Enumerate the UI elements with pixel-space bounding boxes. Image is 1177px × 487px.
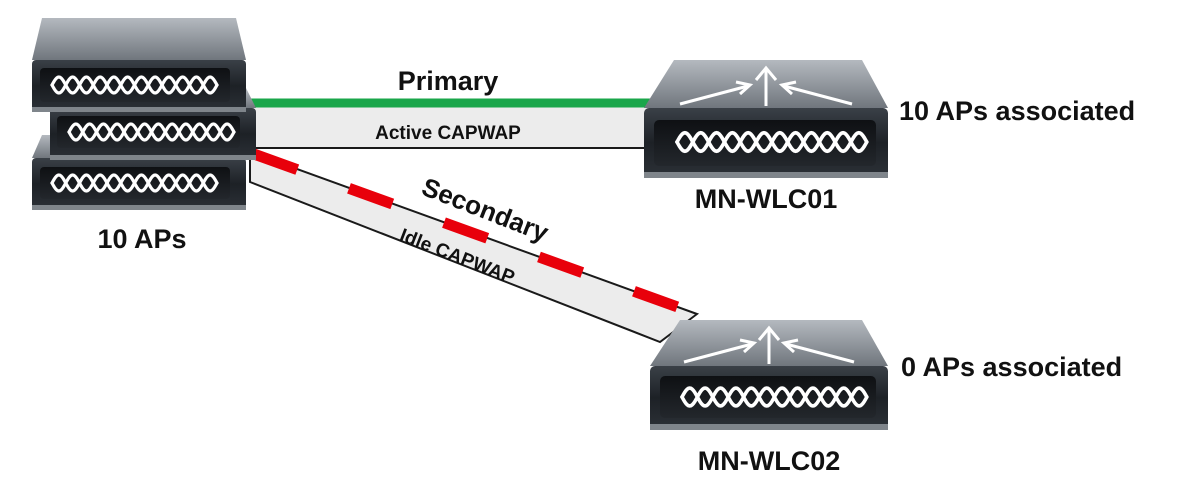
controller-name: MN-WLC01: [695, 184, 838, 214]
associated-count-label: 0 APs associated: [901, 352, 1122, 382]
access-point-stack: [32, 18, 256, 210]
access-point-icon: [32, 18, 246, 112]
radio-wave-icon: [67, 122, 236, 142]
radio-wave-icon: [50, 75, 219, 95]
secondary-link-line: [252, 148, 699, 320]
active-capwap-label: Active CAPWAP: [375, 123, 521, 144]
radio-wave-icon: [50, 173, 219, 193]
wireless-controller-icon: [650, 320, 888, 430]
access-points-label: 10 APs: [97, 224, 186, 254]
primary-label: Primary: [398, 66, 499, 96]
controller-name: MN-WLC02: [698, 446, 841, 476]
idle-capwap-tunnel: Idle CAPWAP: [249, 150, 700, 344]
radio-wave-icon: [675, 130, 869, 154]
active-capwap-tunnel: Active CAPWAP: [249, 103, 655, 149]
associated-count-label: 10 APs associated: [899, 96, 1135, 126]
controller-wlc02: MN-WLC02 0 APs associated: [650, 320, 1122, 476]
controller-wlc01: MN-WLC01 10 APs associated: [644, 60, 1135, 214]
wireless-controller-icon: [644, 60, 888, 178]
radio-wave-icon: [680, 386, 869, 408]
